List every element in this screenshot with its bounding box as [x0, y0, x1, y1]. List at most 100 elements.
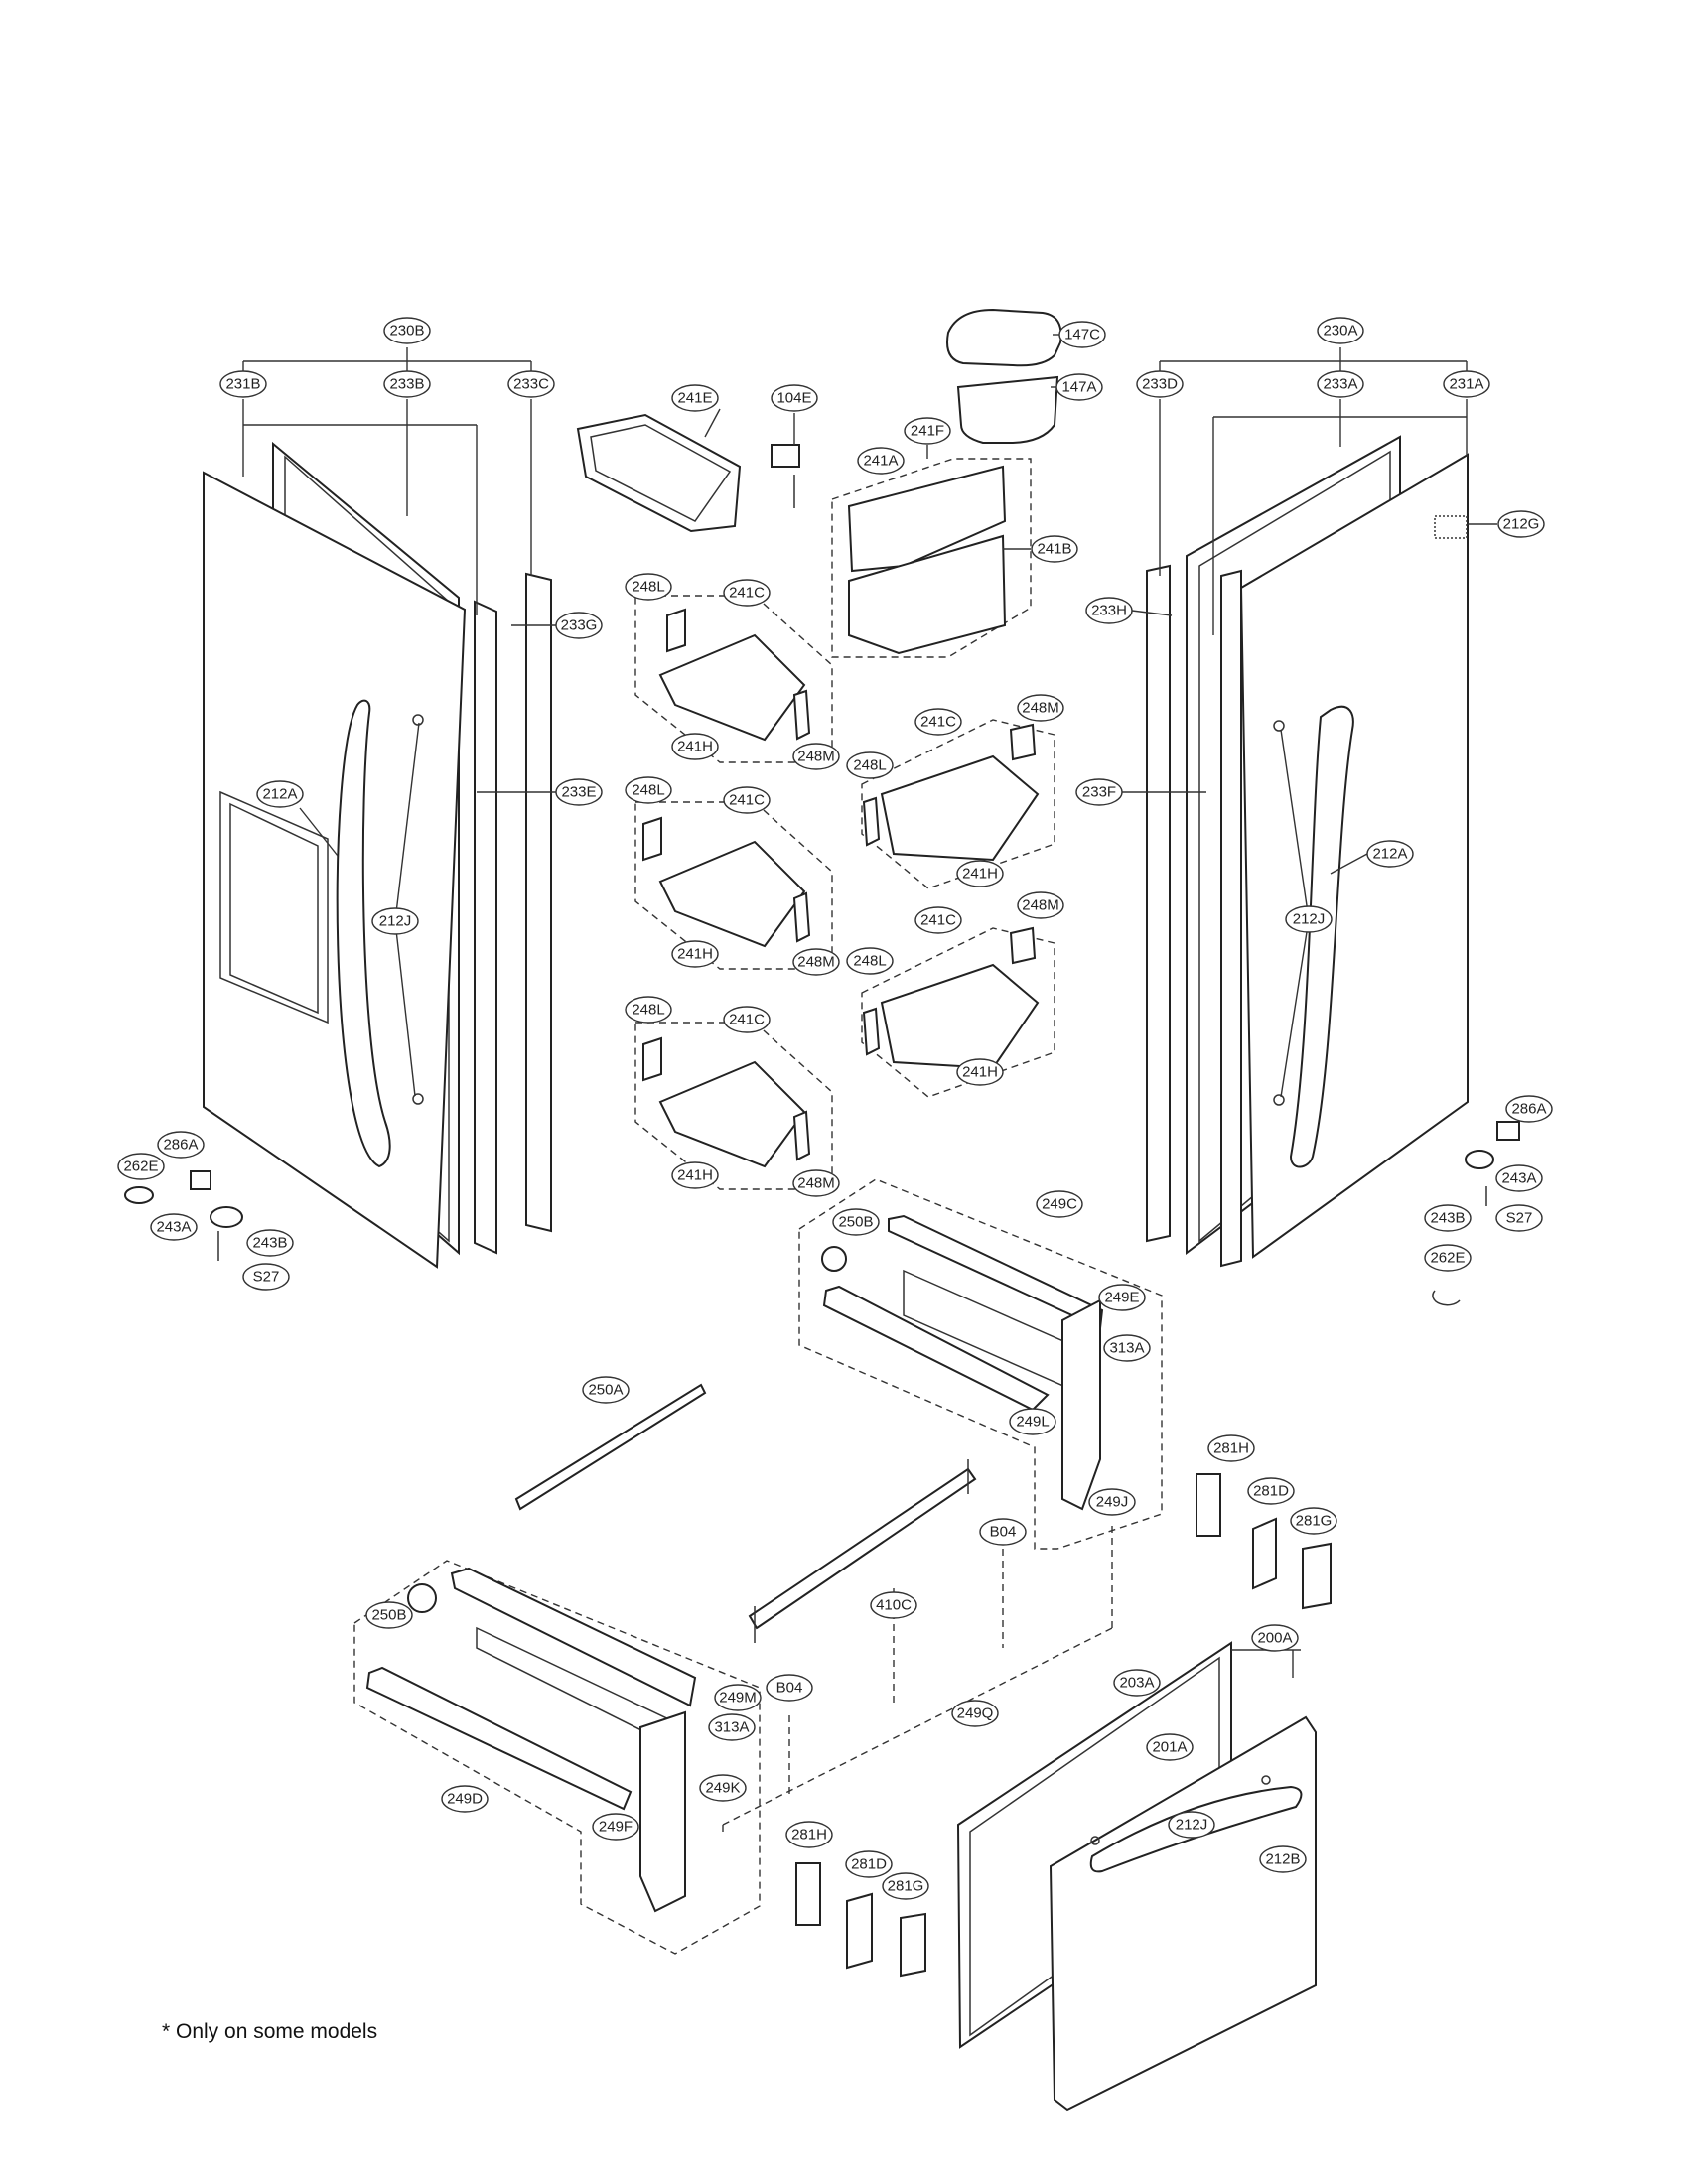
callout-248M-1: 248M [792, 743, 840, 770]
svg-text:248M: 248M [797, 954, 835, 971]
svg-text:212J: 212J [1293, 911, 1326, 928]
callout-248M-4: 248M [1017, 694, 1064, 722]
callout-241H-4: 241H [956, 860, 1004, 887]
svg-text:241H: 241H [677, 739, 713, 755]
svg-text:200A: 200A [1257, 1630, 1292, 1647]
svg-text:212B: 212B [1265, 1851, 1300, 1868]
callout-241E: 241E [671, 384, 719, 412]
callout-249F: 249F [592, 1813, 639, 1841]
svg-text:250A: 250A [588, 1382, 623, 1399]
svg-text:243B: 243B [1430, 1210, 1465, 1227]
callout-233D: 233D [1136, 370, 1184, 398]
callout-249J: 249J [1088, 1488, 1136, 1516]
svg-text:248L: 248L [632, 782, 664, 799]
callout-241C-4: 241C [914, 708, 962, 736]
svg-text:230A: 230A [1323, 323, 1357, 340]
callout-241H-1: 241H [671, 733, 719, 760]
svg-text:286A: 286A [1511, 1101, 1546, 1118]
callout-104E: 104E [771, 384, 818, 412]
svg-text:243B: 243B [252, 1235, 287, 1252]
callout-249K: 249K [699, 1774, 747, 1802]
callout-231B: 231B [219, 370, 267, 398]
left-door-assembly [124, 441, 552, 1269]
svg-text:248M: 248M [1022, 700, 1059, 717]
callout-281G-bottom: 281G [882, 1872, 929, 1900]
callout-243A-right: 243A [1495, 1164, 1543, 1192]
svg-text:212A: 212A [1372, 846, 1407, 863]
callout-248L-3: 248L [625, 996, 672, 1024]
svg-text:241C: 241C [729, 585, 765, 602]
svg-text:241F: 241F [911, 423, 944, 440]
svg-text:233F: 233F [1082, 784, 1116, 801]
svg-text:241H: 241H [962, 866, 998, 883]
callout-147A: 147A [1055, 373, 1103, 401]
svg-text:241A: 241A [863, 453, 898, 470]
svg-text:248L: 248L [853, 757, 886, 774]
svg-text:281H: 281H [1213, 1440, 1249, 1457]
svg-text:249K: 249K [705, 1780, 740, 1797]
callout-313A-bottom: 313A [708, 1713, 756, 1741]
svg-text:231A: 231A [1449, 376, 1483, 393]
callout-281H-bottom: 281H [785, 1821, 833, 1848]
callout-281G-right: 281G [1290, 1507, 1337, 1535]
callout-241C-2: 241C [723, 786, 771, 814]
svg-text:248L: 248L [853, 953, 886, 970]
leader-lines [242, 334, 1497, 1837]
callout-212A-left: 212A [256, 780, 304, 808]
svg-text:B04: B04 [990, 1524, 1017, 1541]
callout-241F: 241F [904, 417, 951, 445]
svg-text:233C: 233C [513, 376, 549, 393]
callout-286A-left: 286A [157, 1131, 205, 1159]
callout-S27-right: S27 [1495, 1204, 1543, 1232]
svg-text:249L: 249L [1016, 1414, 1049, 1431]
freezer-drawer [795, 1473, 1332, 2112]
callout-241H-3: 241H [671, 1161, 719, 1189]
door-shelf-bins [634, 595, 1055, 1190]
svg-text:262E: 262E [123, 1159, 158, 1175]
svg-text:249E: 249E [1104, 1290, 1139, 1306]
callout-241C-5: 241C [914, 906, 962, 934]
callout-212J-right: 212J [1285, 905, 1333, 933]
callout-248L-2: 248L [625, 776, 672, 804]
svg-text:241B: 241B [1037, 541, 1071, 558]
svg-text:S27: S27 [1506, 1210, 1533, 1227]
svg-text:241H: 241H [677, 1167, 713, 1184]
callout-241C-1: 241C [723, 579, 771, 607]
callout-248L-4: 248L [846, 751, 894, 779]
svg-text:203A: 203A [1119, 1675, 1154, 1692]
svg-text:249M: 249M [719, 1690, 757, 1706]
callout-281D-bottom: 281D [845, 1850, 893, 1878]
svg-text:104E: 104E [776, 390, 811, 407]
callout-212J-bottom: 212J [1168, 1811, 1215, 1839]
svg-text:212J: 212J [1176, 1817, 1208, 1834]
svg-text:248L: 248L [632, 579, 664, 596]
svg-text:212J: 212J [379, 913, 412, 930]
callout-233E: 233E [555, 778, 603, 806]
svg-text:230B: 230B [389, 323, 424, 340]
svg-text:410C: 410C [876, 1597, 912, 1614]
svg-text:248M: 248M [797, 749, 835, 765]
svg-text:281G: 281G [888, 1878, 924, 1895]
callout-249E: 249E [1098, 1284, 1146, 1311]
callout-201A: 201A [1146, 1733, 1194, 1761]
callout-231A: 231A [1443, 370, 1490, 398]
svg-text:B04: B04 [776, 1680, 803, 1697]
callout-B04-bottom: B04 [766, 1674, 813, 1702]
callout-248M-2: 248M [792, 948, 840, 976]
callout-249C: 249C [1036, 1190, 1083, 1218]
callout-147C: 147C [1058, 321, 1106, 348]
callout-241B: 241B [1031, 535, 1078, 563]
svg-text:201A: 201A [1152, 1739, 1187, 1756]
svg-text:241C: 241C [729, 792, 765, 809]
svg-text:243A: 243A [156, 1219, 191, 1236]
svg-text:249Q: 249Q [957, 1706, 994, 1722]
callout-230A: 230A [1317, 317, 1364, 344]
callout-203A: 203A [1113, 1669, 1161, 1697]
callout-230B: 230B [383, 317, 431, 344]
callout-labels: 230B 231B 233B 233C 233G 233E 212A 212J … [117, 317, 1553, 1900]
svg-text:241C: 241C [920, 714, 956, 731]
callout-286A-right: 286A [1505, 1095, 1553, 1123]
svg-text:241E: 241E [677, 390, 712, 407]
svg-text:212A: 212A [262, 786, 297, 803]
